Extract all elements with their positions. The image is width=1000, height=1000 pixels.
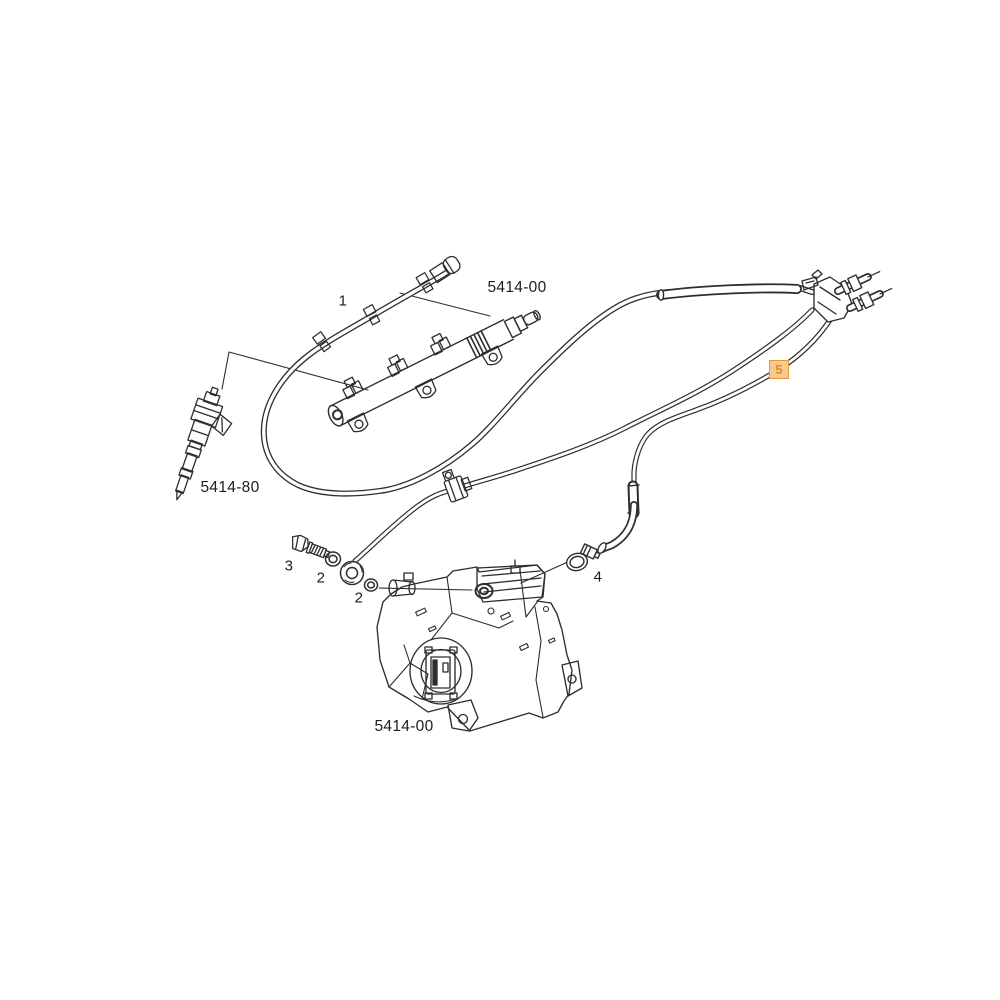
pump-slots xyxy=(415,605,556,652)
part-label-3: 3 xyxy=(284,557,294,575)
twin-connector xyxy=(801,269,893,323)
high-pressure-pump xyxy=(376,559,583,732)
pipe1-inner xyxy=(262,271,814,496)
pipe-clamp xyxy=(441,468,473,503)
rail-clamp-tabs xyxy=(342,332,452,400)
connector-nozzle-b xyxy=(846,287,893,313)
part-label-2b: 2 xyxy=(354,589,364,607)
rail-ribbed-section xyxy=(466,330,492,359)
connector-nozzle-a xyxy=(834,270,881,296)
pump-ears xyxy=(447,660,583,732)
connector-tab xyxy=(801,269,823,291)
rail-mounting-ears xyxy=(346,345,503,433)
pipe1-sleeve-mouth xyxy=(657,289,665,301)
part-label-2a: 2 xyxy=(316,569,326,587)
pump-supply-pipe xyxy=(352,307,815,564)
fuel-rail xyxy=(327,309,541,433)
part-code-pump: 5414-00 xyxy=(374,718,434,735)
fuel-injector xyxy=(174,386,233,501)
part-code-injector: 5414-80 xyxy=(200,479,260,496)
pipe1-sleeve-inner xyxy=(657,285,801,299)
pump-outline xyxy=(376,564,573,732)
part-code-fuel-rail: 5414-00 xyxy=(487,279,547,296)
pump-left-fitting xyxy=(388,572,416,597)
leader-rail-nozzle xyxy=(399,292,491,317)
pump-inlet-boss xyxy=(474,583,494,599)
pump-facets xyxy=(388,569,544,718)
hose-clamp-4 xyxy=(565,543,601,572)
part-highlight-5[interactable]: 5 xyxy=(769,360,789,379)
leader-lines xyxy=(221,292,571,591)
pipe1-end-fitting xyxy=(429,255,461,284)
leader-washer-to-pump xyxy=(378,587,473,591)
return-pipe xyxy=(597,317,833,554)
part-label-1: 1 xyxy=(338,292,348,310)
pump-front-boss xyxy=(409,637,473,705)
pipe1-clamp-tabs xyxy=(312,272,434,353)
rail-end-nozzle xyxy=(503,309,541,339)
pump-top-block xyxy=(476,559,546,603)
part-label-4: 4 xyxy=(593,568,603,586)
banjo-fitting xyxy=(339,560,365,586)
banjo-bolt-3 xyxy=(291,534,331,559)
injector-side-lug xyxy=(211,413,233,437)
sealing-washer-2a xyxy=(324,551,342,567)
sealing-washer-2b xyxy=(363,578,379,592)
supply-pipe-1 xyxy=(260,255,815,497)
leader-injector xyxy=(221,351,369,391)
